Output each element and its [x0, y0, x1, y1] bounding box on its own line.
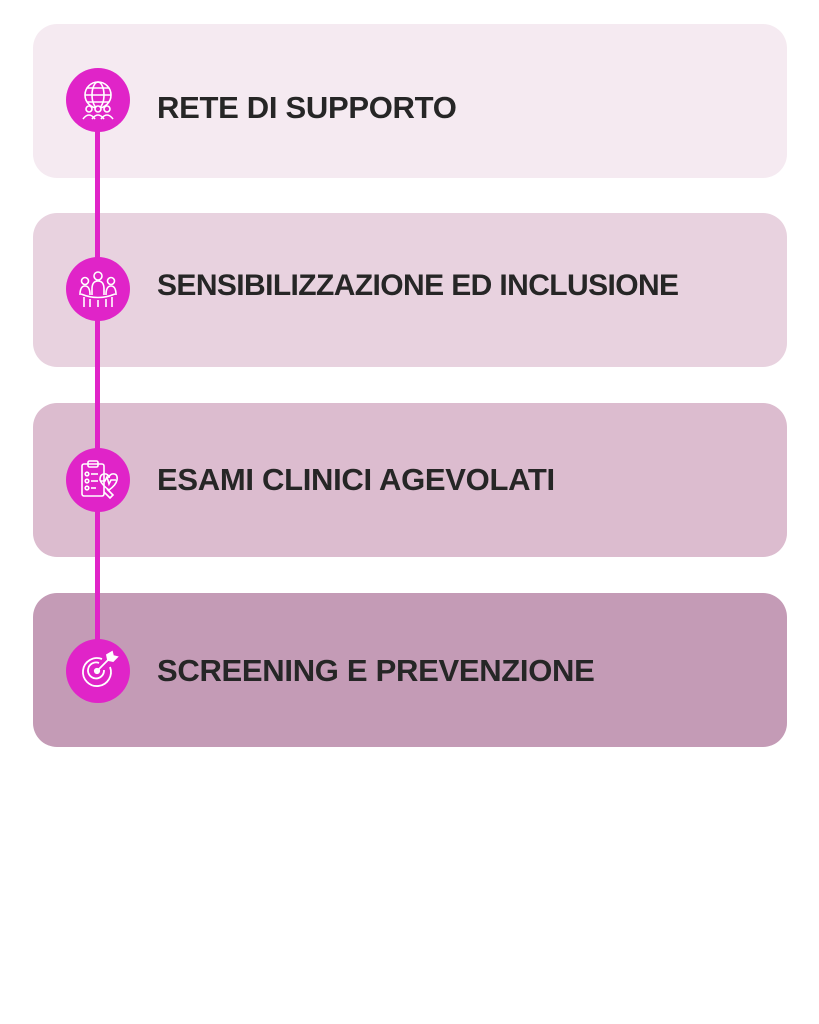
people-group-icon	[79, 271, 117, 307]
clipboard-heartbeat-icon	[81, 460, 118, 500]
timeline-card-screening	[33, 593, 787, 747]
globe-network-people-icon	[82, 81, 114, 120]
timeline-card-sensibilizzazione	[33, 213, 787, 367]
timeline-node-3	[66, 448, 130, 512]
timeline-connector-line	[95, 100, 100, 670]
timeline-card-rete-di-supporto	[33, 24, 787, 178]
target-arrow-icon	[82, 650, 119, 687]
timeline-label-esami-clinici: ESAMI CLINICI AGEVOLATI	[157, 462, 555, 497]
timeline-node-2	[66, 257, 130, 321]
timeline-label-sensibilizzazione: SENSIBILIZZAZIONE ED INCLUSIONE	[157, 269, 679, 302]
timeline-card-esami-clinici	[33, 403, 787, 557]
timeline-node-4	[66, 639, 130, 703]
timeline-label-screening: SCREENING E PREVENZIONE	[157, 653, 595, 688]
timeline-label-rete-di-supporto: RETE DI SUPPORTO	[157, 90, 457, 125]
timeline-node-1	[66, 68, 130, 132]
